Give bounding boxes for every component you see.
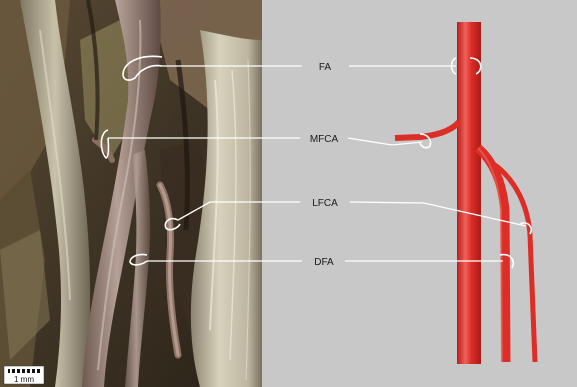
- label-fa: FA: [319, 62, 332, 73]
- label-dfa: DFA: [314, 257, 334, 268]
- dissection-photo: 1 mm: [0, 0, 262, 387]
- scale-bar-label: 1 mm: [14, 375, 34, 384]
- scale-bar: 1 mm: [4, 366, 44, 384]
- label-lfca: LFCA: [312, 198, 338, 209]
- label-mfca: MFCA: [310, 134, 339, 145]
